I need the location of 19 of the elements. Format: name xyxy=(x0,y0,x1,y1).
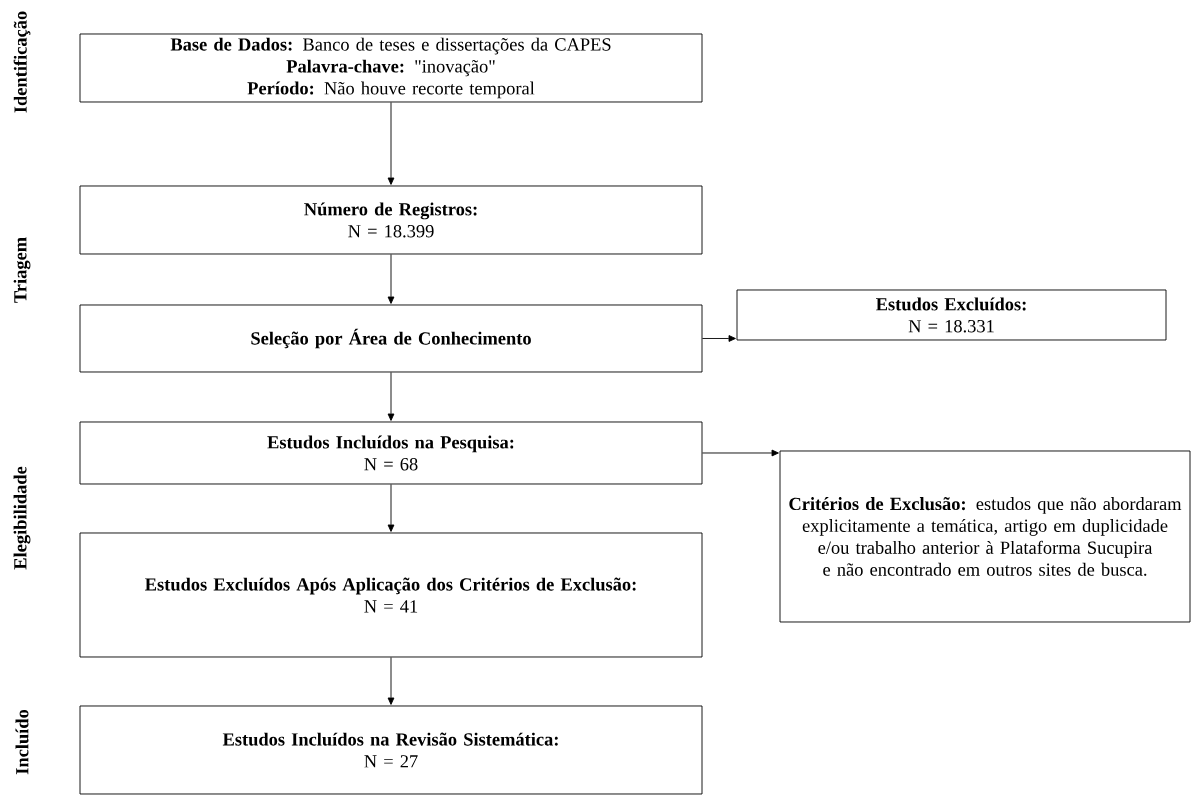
process-box: Critérios de Exclusão: estudos que não abordaram explicitamente a temática, artigo em duplicidade e/ou trabalho anterior à Plataforma Sucupira e não encontrado em outros sites de busca. xyxy=(779,450,1191,623)
stage-label: Triagem xyxy=(13,237,31,303)
process-box: Estudos Incluídos na Pesquisa: N = 68 xyxy=(79,421,703,485)
process-box: Estudos Incluídos na Revisão Sistemática: N = 27 xyxy=(79,705,703,795)
arrow xyxy=(387,372,395,421)
stage-label: Incluído xyxy=(15,709,29,775)
stage-label: Elegibilidade xyxy=(13,466,31,570)
process-box: Seleção por Área de Conhecimento xyxy=(79,304,703,373)
arrow xyxy=(387,102,395,185)
process-box: Base de Dados: Banco de teses e dissertações da CAPES Palavra-chave: "inovação" Período: Não houve recorte temporal xyxy=(79,33,703,103)
arrow xyxy=(387,657,395,705)
process-box: Estudos Excluídos: N = 18.331 xyxy=(736,289,1167,341)
arrow xyxy=(387,254,395,304)
arrow xyxy=(387,484,395,532)
arrow xyxy=(702,335,736,342)
stage-label: Identificação xyxy=(13,11,31,113)
process-box: Número de Registros: N = 18.399 xyxy=(79,185,703,255)
process-box: Estudos Excluídos Após Aplicação dos Critérios de Exclusão: N = 41 xyxy=(79,532,703,658)
arrow xyxy=(702,449,779,457)
